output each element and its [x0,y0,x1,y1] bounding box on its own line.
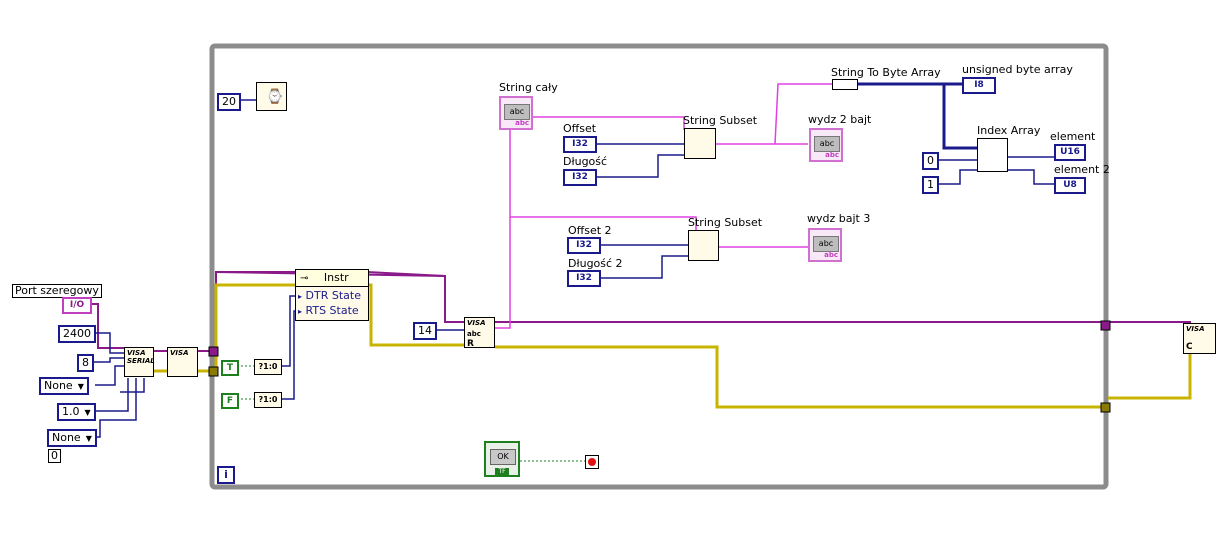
flow-control-ring[interactable]: None ▼ [47,429,97,447]
index-array-node[interactable] [977,138,1008,172]
string-caly-footer: abc [515,119,529,127]
zero-constant[interactable]: 0 [48,449,61,463]
dlugosc2-control[interactable]: I32 [567,270,601,287]
wydz3-label: wydz bajt 3 [807,212,871,225]
offset-label: Offset [563,122,597,135]
string-subset-1-node[interactable] [684,128,716,159]
wire-baud [92,332,124,354]
true-constant[interactable]: T [221,360,239,376]
dlugosc-label: Długość [563,155,608,168]
wait-ms-constant[interactable]: 20 [217,93,241,111]
wydz3-footer: abc [824,251,838,259]
error-tunnel-left [208,366,219,377]
string-subset-2-node[interactable] [688,230,719,261]
visa-read-node[interactable]: VISA abc R [464,317,495,349]
property-row-dtr-label: DTR State [305,289,361,302]
unsigned-byte-array-indicator[interactable]: I8 [962,77,996,94]
error-tunnel-right [1100,402,1111,413]
iteration-terminal: i [217,466,235,484]
wire-port [90,303,124,349]
bytes-to-read-constant[interactable]: 14 [413,322,437,340]
stop-icon [588,458,596,466]
bool-to-int-node-2[interactable]: ?1:0 [254,392,282,408]
input-arrow-icon: ▸ [298,292,303,301]
visa-close-label: VISA [1186,325,1205,333]
property-row-dtr[interactable]: ▸ DTR State [296,288,368,304]
string-caly-value: abc [504,104,530,120]
visa-serial-label: VISA SERIAL [127,349,155,365]
property-row-rts[interactable]: ▸ RTS State [296,303,368,319]
visa-close-node[interactable]: VISA C [1183,323,1216,354]
data-bits-constant[interactable]: 8 [77,354,94,372]
tf-footer: TF [495,468,509,476]
dlugosc-control[interactable]: I32 [563,169,597,186]
wydz3-value: abc [813,236,839,252]
property-row-rts-label: RTS State [305,304,359,317]
string-to-byte-node[interactable] [832,79,858,90]
bool-to-int-node[interactable]: ?1:0 [254,359,282,375]
element2-indicator[interactable]: U8 [1054,177,1086,194]
wydz2-footer: abc [825,151,839,159]
parity-ring-value: None [44,379,73,392]
element2-label: element 2 [1054,163,1110,176]
ring-arrow-icon: ▼ [77,382,84,391]
wait-node[interactable]: ⌚ [256,82,287,111]
flow-control-value: None [52,431,81,444]
refnum-tunnel-left [208,346,219,357]
visa-read-r: R [467,339,474,349]
string-subset-2-label: String Subset [688,216,763,229]
wydz2-label: wydz 2 bajt [808,113,872,126]
offset-control[interactable]: I32 [563,136,597,153]
ring-arrow-icon: ▼ [85,434,92,443]
offset2-label: Offset 2 [568,224,612,237]
visa-flush-label: VISA [170,349,189,357]
property-class-label: Instr [323,271,349,284]
while-loop-frame [209,43,1109,490]
input-arrow-icon: ▸ [298,307,303,316]
wydz2-value: abc [814,136,840,152]
index1-constant[interactable]: 1 [922,176,939,194]
visa-configure-serial-node[interactable]: VISA SERIAL [124,347,155,377]
property-icon: ⊸ [300,273,309,284]
wydz2-indicator[interactable]: abc abc [809,128,843,162]
dlugosc2-label: Długość 2 [568,257,623,270]
index0-constant[interactable]: 0 [922,152,939,170]
string-subset-1-label: String Subset [683,114,758,127]
stop-condition-terminal[interactable] [585,455,599,469]
ring-arrow-icon: ▼ [84,408,91,417]
clock-icon: ⌚ [266,89,284,105]
false-constant[interactable]: F [221,393,239,409]
stop-bits-value: 1.0 [62,405,80,418]
offset2-control[interactable]: I32 [567,237,601,254]
ok-button-face: OK [490,449,516,465]
port-io-terminal[interactable]: I/O [62,297,92,314]
visa-flush-node[interactable]: VISA [167,347,198,377]
stop-bits-ring[interactable]: 1.0 ▼ [57,403,96,421]
refnum-tunnel-right [1100,320,1111,331]
stop-ok-button-terminal[interactable]: OK TF [484,441,520,477]
string-caly-indicator[interactable]: abc abc [499,96,533,130]
port-label: Port szeregowy [12,284,102,298]
wydz3-indicator[interactable]: abc abc [808,228,842,262]
visa-read-label: VISA [467,319,486,327]
parity-ring[interactable]: None ▼ [39,377,89,395]
element-label: element [1050,130,1096,143]
element-indicator[interactable]: U16 [1054,144,1086,161]
string-to-byte-label: String To Byte Array [831,66,941,79]
visa-read-abc: abc [467,330,481,338]
string-caly-label: String cały [499,81,558,94]
property-node-header: ⊸ Instr [296,270,368,287]
property-node[interactable]: ⊸ Instr ▸ DTR State ▸ RTS State [295,269,369,321]
baud-constant[interactable]: 2400 [58,325,96,343]
unsigned-byte-array-label: unsigned byte array [962,63,1073,76]
index-array-label: Index Array [977,124,1041,137]
visa-close-c: C [1186,342,1193,352]
